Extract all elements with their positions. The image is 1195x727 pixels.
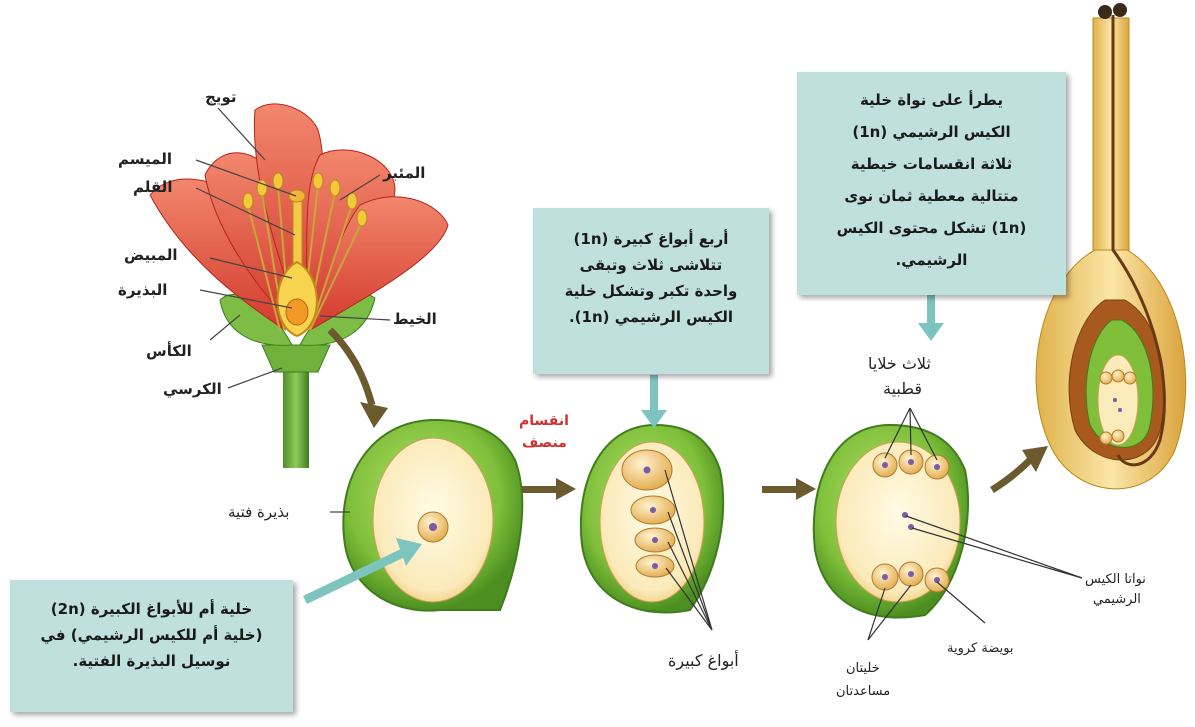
label-meiosis-line1: انقسام xyxy=(519,412,569,430)
info-box-four-megaspores: أربع أبواغ كبيرة (1n) تتلاشى ثلاث وتبقى … xyxy=(533,208,769,374)
label-young-ovule: بذيرة فتية xyxy=(228,503,289,521)
label-megaspores: أبواغ كبيرة xyxy=(668,652,739,670)
label-stigma: الميسم xyxy=(118,150,172,168)
three-mitoses-line-4: متتالية معطية ثمان نوى xyxy=(797,180,1066,212)
label-style: القلم xyxy=(133,178,172,196)
label-sac-nuclei-line1: نواتا الكيس xyxy=(1085,571,1146,589)
stigma-shape xyxy=(289,190,305,202)
label-anther: المئبر xyxy=(383,164,425,182)
label-ovary: المبيض xyxy=(124,246,178,264)
young-ovule-illustration xyxy=(343,420,522,611)
label-synergids-line1: خليتان xyxy=(846,660,880,678)
three-mitoses-line-5: (1n) تشكل محتوى الكيس xyxy=(797,212,1066,244)
three-mitoses-line-1: يطرأ على نواة خلية xyxy=(797,84,1066,116)
three-mitoses-line-2: الكيس الرشيمي (1n) xyxy=(797,116,1066,148)
flower-stem xyxy=(283,368,309,468)
info-box-mother-cell: خلية أم للأبواغ الكبيرة (2n) (خلية أم لل… xyxy=(10,580,293,712)
label-receptacle: الكرسي xyxy=(163,380,222,398)
mother-cell-line-1: خلية أم للأبواغ الكبيرة (2n) xyxy=(10,596,293,622)
label-polar-cells-line1: ثلاث خلايا xyxy=(868,355,931,373)
megaspore-ovule-illustration xyxy=(581,425,723,612)
label-polar-cells-line2: قطبية xyxy=(883,380,922,398)
info-box-three-mitoses: يطرأ على نواة خلية الكيس الرشيمي (1n) ثل… xyxy=(797,72,1066,295)
label-sac-nuclei-line2: الرشيمي xyxy=(1093,591,1141,609)
four-megaspores-line-3: واحدة تكبر وتشكل خلية xyxy=(533,278,769,304)
receptacle-shape xyxy=(262,345,330,372)
three-mitoses-line-3: ثلاثة انقسامات خيطية xyxy=(797,148,1066,180)
three-mitoses-line-6: الرشيمي. xyxy=(797,244,1066,276)
label-corolla: تويج xyxy=(205,88,236,106)
four-megaspores-line-4: الكيس الرشيمي (1n). xyxy=(533,304,769,330)
four-megaspores-line-1: أربع أبواغ كبيرة (1n) xyxy=(533,226,769,252)
mother-cell-line-3: نوسيل البذيرة الفتية. xyxy=(10,648,293,674)
label-synergids-line2: مساعدتان xyxy=(836,683,890,701)
label-meiosis-line2: منصف xyxy=(522,434,567,452)
label-calyx: الكأس xyxy=(146,342,192,360)
label-ovule: البذيرة xyxy=(118,281,167,299)
four-megaspores-line-2: تتلاشى ثلاث وتبقى xyxy=(533,252,769,278)
flower-illustration xyxy=(150,104,448,468)
ovule-shape xyxy=(286,299,308,325)
label-filament: الخيط xyxy=(393,310,437,328)
mother-cell-line-2: (خلية أم للكيس الرشيمي) في xyxy=(10,622,293,648)
label-egg-cell: بويضة كروية xyxy=(947,640,1014,658)
